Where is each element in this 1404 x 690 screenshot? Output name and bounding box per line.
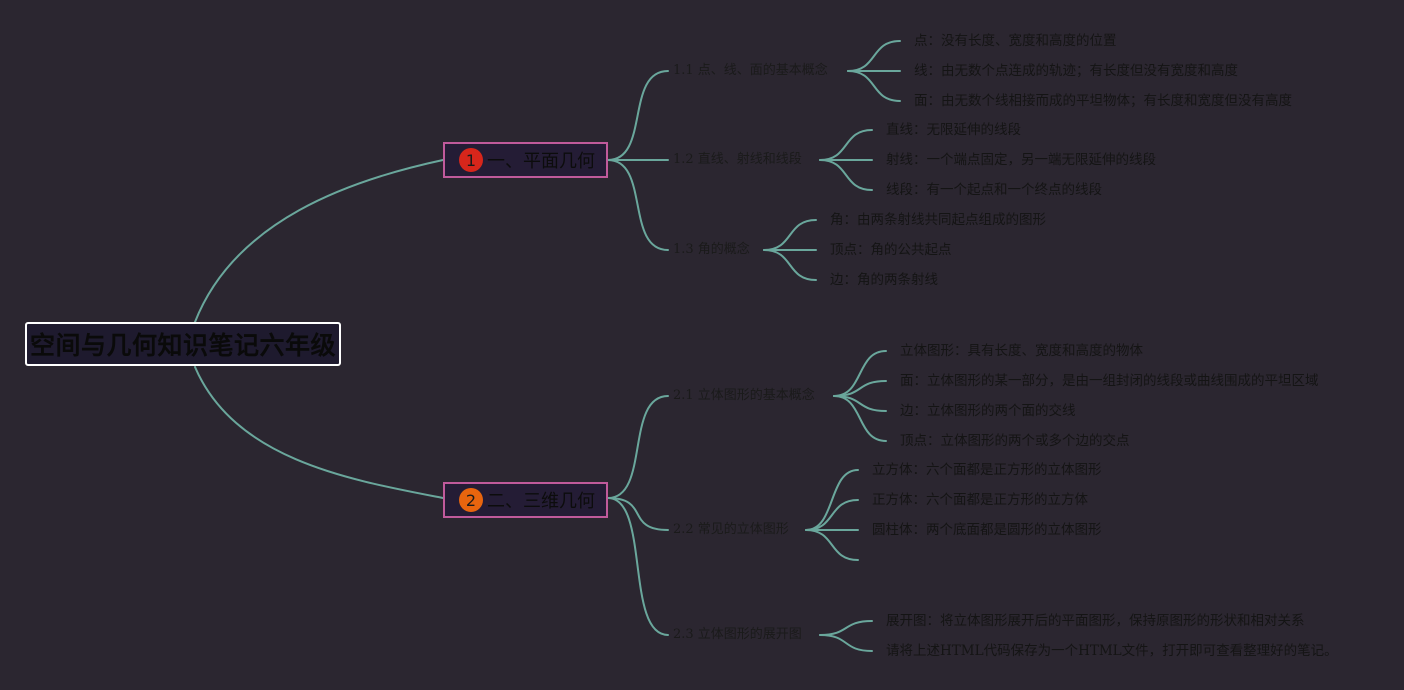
connector-s11-leaf — [847, 70, 901, 102]
main-topic-solid-geometry[interactable]: 2 二、三维几何 — [443, 482, 608, 518]
leaf-topic[interactable]: 顶点：立体图形的两个或多个边的交点 — [900, 433, 1130, 449]
connector-s23-leaf — [819, 634, 873, 652]
leaf-topic[interactable]: 线段：有一个起点和一个终点的线段 — [886, 182, 1102, 198]
leaf-topic[interactable]: 立体图形：具有长度、宽度和高度的物体 — [900, 343, 1143, 359]
connector-root-branch-2 — [194, 366, 444, 499]
subtopic-2-2[interactable]: 2.2 常见的立体图形 — [673, 522, 789, 537]
connector-s13-leaf — [763, 249, 817, 281]
main-topic-plane-geometry[interactable]: 1 一、平面几何 — [443, 142, 608, 178]
leaf-topic[interactable]: 直线：无限延伸的线段 — [886, 122, 1021, 138]
leaf-topic[interactable]: 顶点：角的公共起点 — [830, 242, 952, 258]
connector-b1-s1 — [607, 70, 669, 161]
number-badge: 1 — [459, 148, 483, 172]
subtopic-2-1[interactable]: 2.1 立体图形的基本概念 — [673, 388, 815, 403]
connector-b2-s1 — [607, 395, 669, 499]
connector-s12-leaf — [819, 129, 873, 161]
leaf-topic[interactable]: 角：由两条射线共同起点组成的图形 — [830, 212, 1046, 228]
root-topic-label: 空间与几何知识笔记六年级 — [29, 331, 336, 360]
connector-s13-leaf — [763, 219, 817, 251]
connector-s21-leaf — [833, 395, 887, 442]
leaf-topic[interactable]: 展开图：将立体图形展开后的平面图形，保持原图形的形状和相对关系 — [886, 613, 1305, 629]
leaf-topic[interactable]: 圆柱体：两个底面都是圆形的立体图形 — [872, 522, 1102, 538]
connector-s23-leaf — [819, 620, 873, 636]
connector-s22-leaf — [805, 529, 859, 561]
leaf-topic[interactable]: 正方体：六个面都是正方形的立方体 — [872, 492, 1088, 508]
connector-s11-leaf — [847, 40, 901, 72]
connector-b2-s3 — [607, 497, 669, 636]
subtopic-2-3[interactable]: 2.3 立体图形的展开图 — [673, 627, 802, 642]
connector-s21-leaf — [833, 350, 887, 397]
leaf-topic[interactable]: 边：立体图形的两个面的交线 — [900, 403, 1076, 419]
number-badge: 2 — [459, 488, 483, 512]
connector-s22-leaf — [805, 469, 859, 531]
leaf-topic[interactable]: 立方体：六个面都是正方形的立体图形 — [872, 462, 1102, 478]
leaf-topic[interactable]: 线：由无数个点连成的轨迹；有长度但没有宽度和高度 — [914, 63, 1238, 79]
subtopic-1-3[interactable]: 1.3 角的概念 — [673, 242, 750, 257]
leaf-topic[interactable]: 面：立体图形的某一部分，是由一组封闭的线段或曲线围成的平坦区域 — [900, 373, 1319, 389]
connector-b1-s3 — [607, 159, 669, 251]
root-topic[interactable]: 空间与几何知识笔记六年级 — [25, 322, 341, 366]
subtopic-1-2[interactable]: 1.2 直线、射线和线段 — [673, 152, 802, 167]
leaf-topic[interactable]: 射线：一个端点固定，另一端无限延伸的线段 — [886, 152, 1156, 168]
leaf-topic[interactable]: 边：角的两条射线 — [830, 272, 938, 288]
subtopic-1-1[interactable]: 1.1 点、线、面的基本概念 — [673, 63, 828, 78]
connector-b2-s2 — [607, 497, 669, 531]
connector-s22-leaf — [805, 499, 859, 531]
main-topic-label: 一、平面几何 — [487, 151, 595, 172]
leaf-topic[interactable]: 点：没有长度、宽度和高度的位置 — [914, 33, 1117, 49]
connector-s12-leaf — [819, 159, 873, 191]
connector-root-branch-1 — [194, 159, 444, 323]
leaf-topic[interactable]: 请将上述HTML代码保存为一个HTML文件，打开即可查看整理好的笔记。 — [886, 643, 1338, 659]
main-topic-label: 二、三维几何 — [487, 491, 595, 512]
leaf-topic[interactable]: 面：由无数个线相接而成的平坦物体；有长度和宽度但没有高度 — [914, 93, 1292, 109]
